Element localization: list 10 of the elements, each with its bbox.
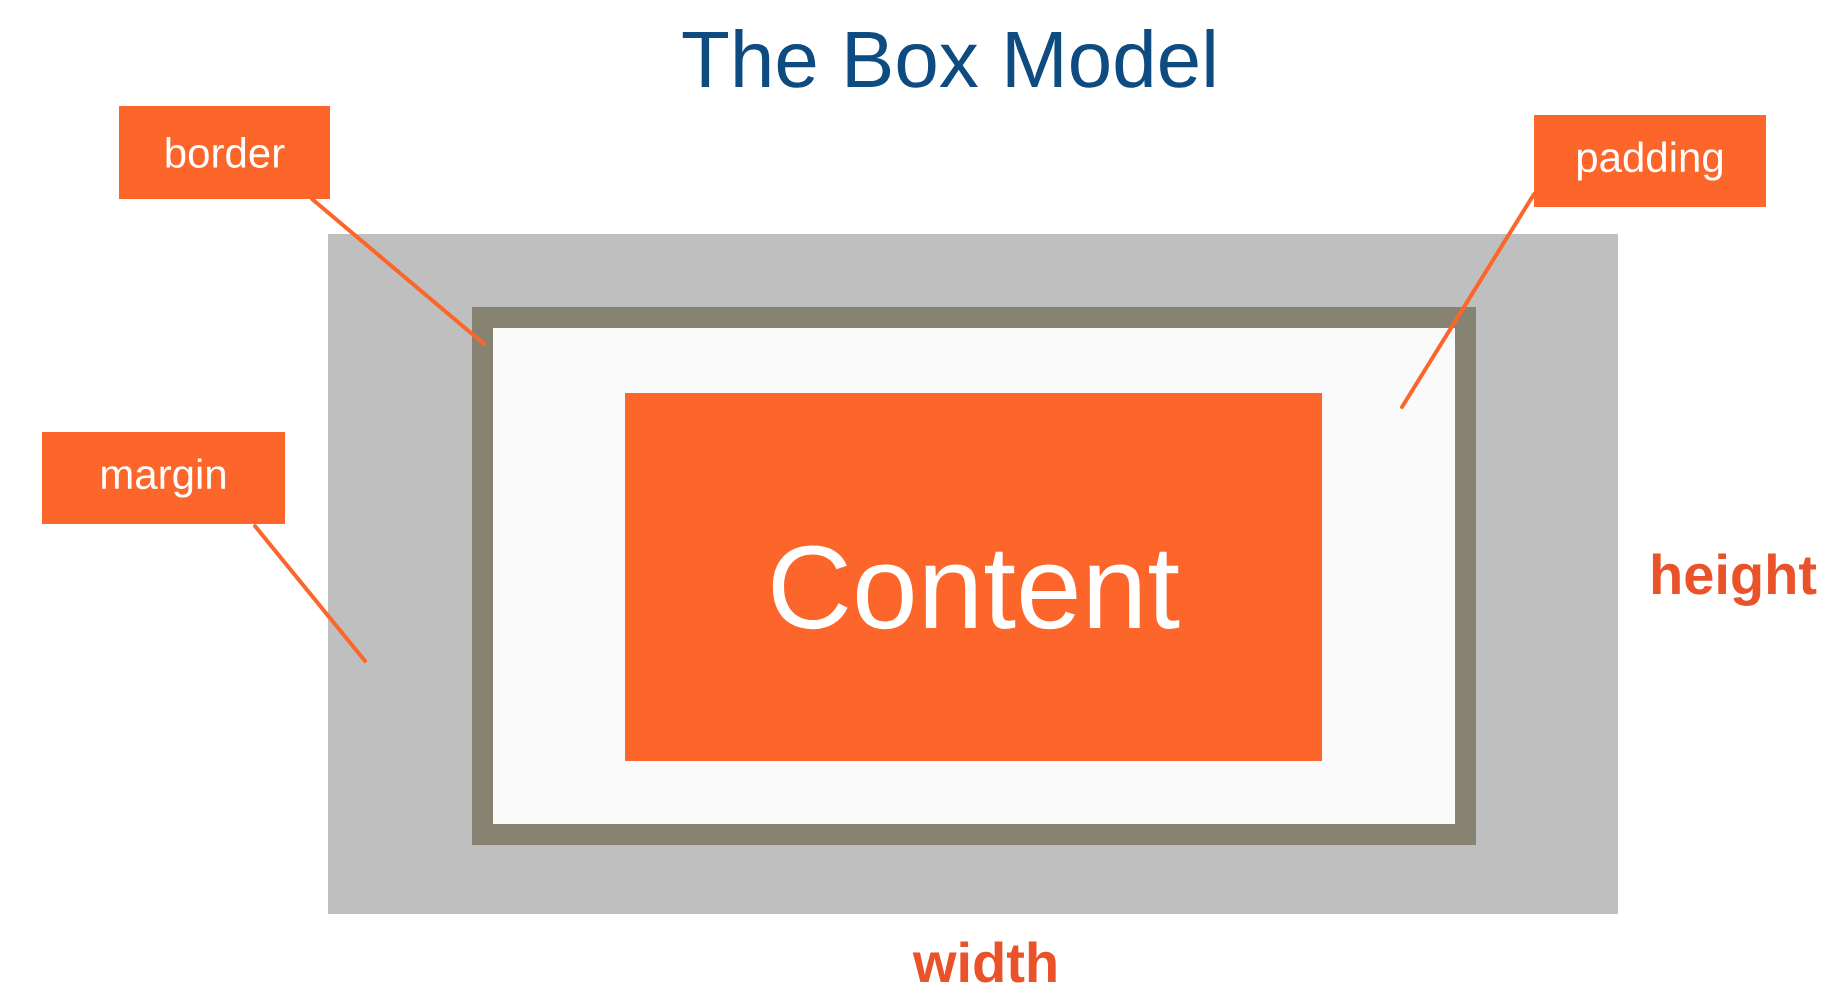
callout-box: margin	[42, 432, 285, 524]
dimension-label: height	[1652, 553, 1817, 606]
callout-box: border	[119, 106, 330, 199]
dimension-label: width	[912, 941, 1056, 983]
leader-line	[253, 524, 367, 663]
leader-line	[1400, 192, 1536, 409]
leader-line	[310, 197, 486, 346]
title: The Box Model	[682, 29, 1214, 88]
content-box: Content	[625, 393, 1322, 761]
callout-box: padding	[1534, 115, 1766, 207]
